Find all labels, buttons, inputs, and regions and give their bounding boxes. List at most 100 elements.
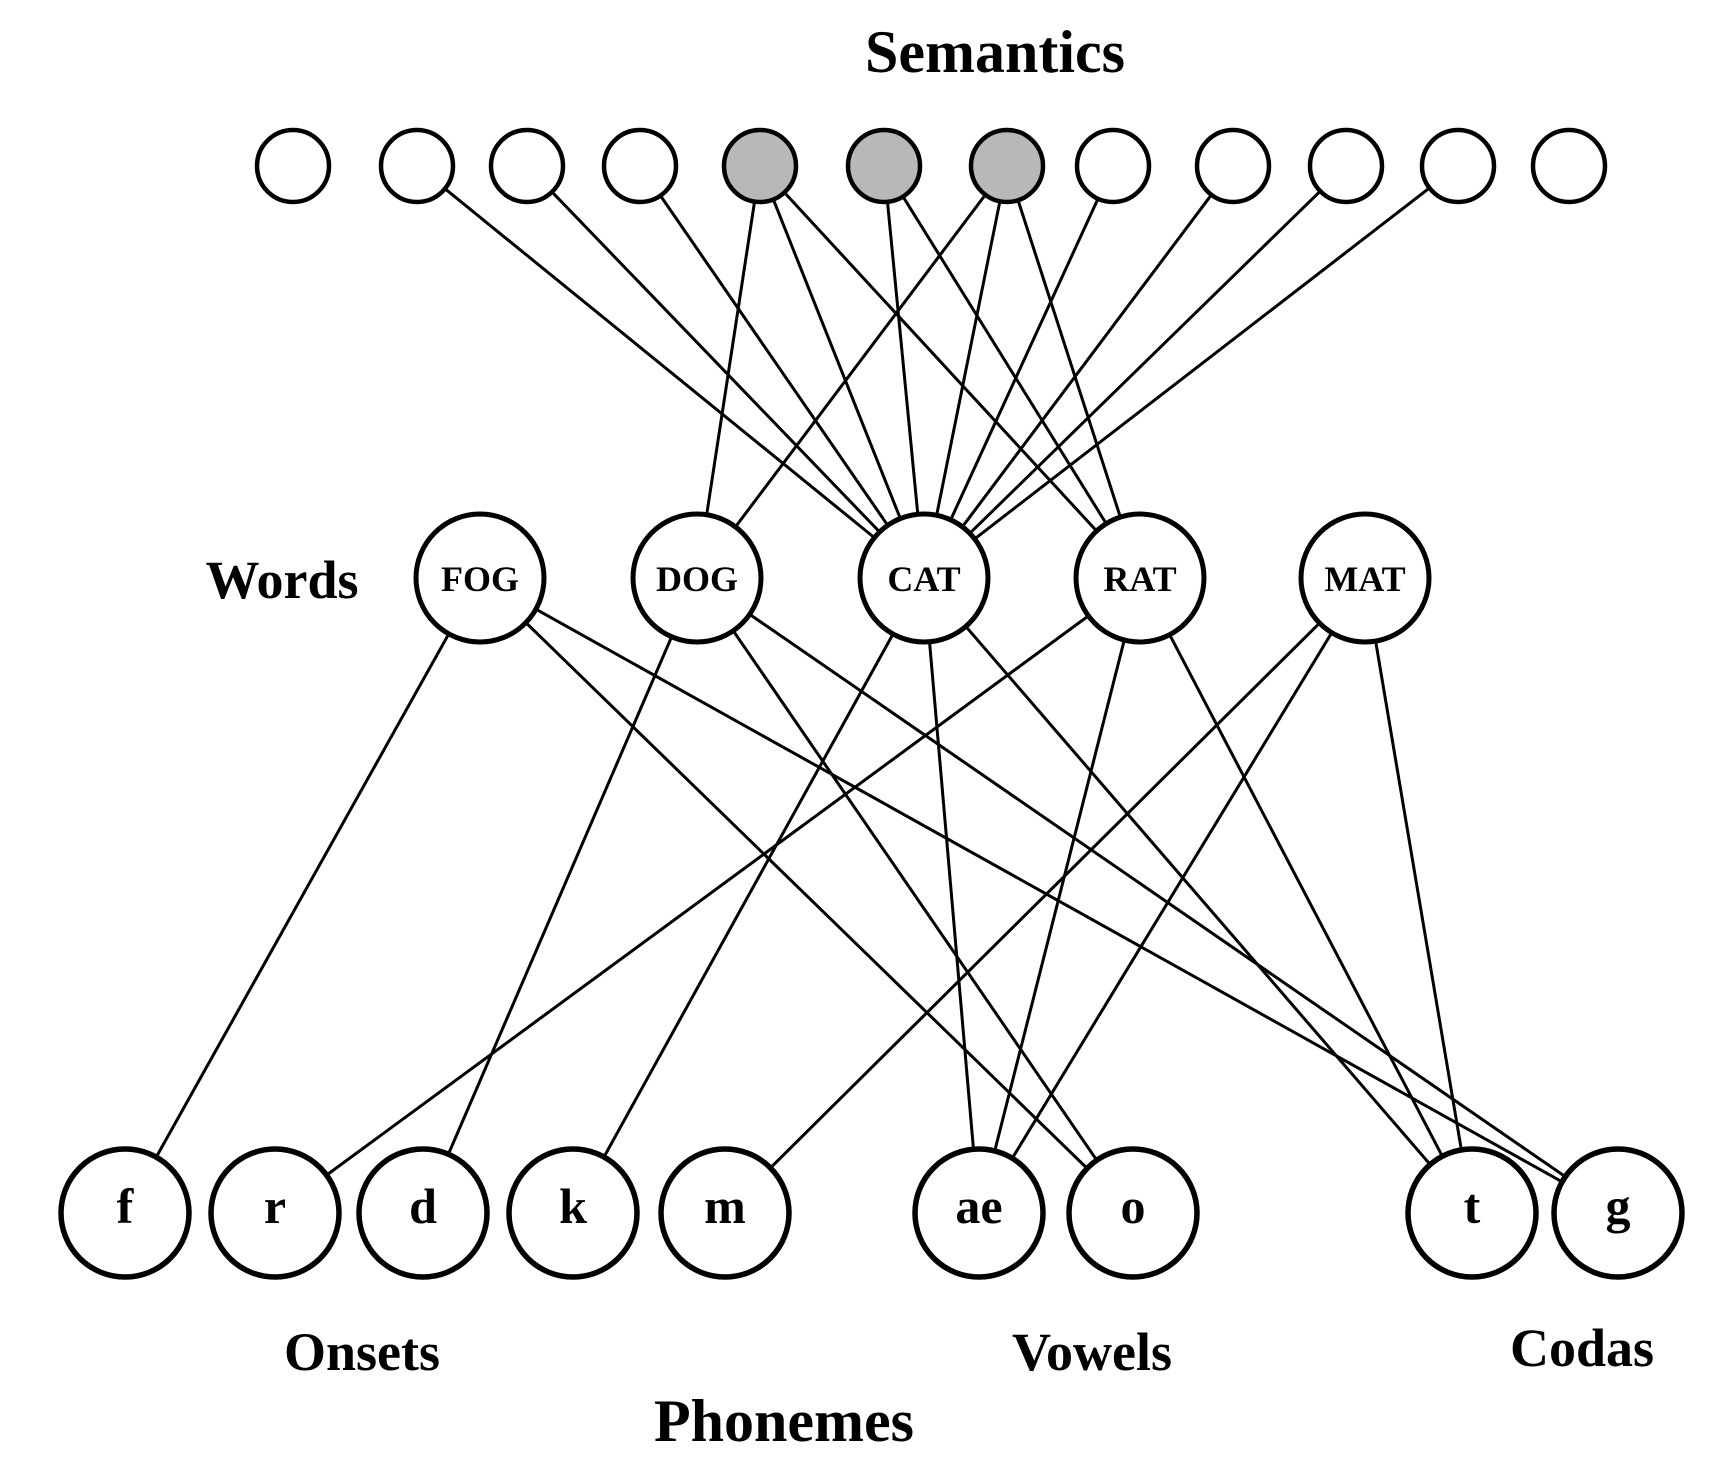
semantic-unit-5-circle xyxy=(721,127,799,205)
semantic-unit-9-circle xyxy=(1194,127,1272,205)
word-node-fog: FOG xyxy=(413,511,547,645)
semantic-edge-s7-dog xyxy=(734,193,987,528)
word-node-rat-label: RAT xyxy=(1103,559,1176,599)
phoneme-edge-mat-ae xyxy=(1010,631,1334,1160)
semantic-edge-s6-cat xyxy=(885,201,920,515)
phoneme-node-o: o xyxy=(1066,1146,1200,1280)
connection-lines xyxy=(154,186,1567,1184)
phoneme-node-t-label: t xyxy=(1464,1178,1481,1234)
semantic-unit-1-circle xyxy=(254,127,332,205)
semantic-edge-s3-cat xyxy=(550,190,881,533)
phoneme-node-f-circle xyxy=(58,1146,192,1280)
word-node-cat-circle xyxy=(857,511,991,645)
phoneme-edge-fog-g xyxy=(535,607,1563,1184)
semantics-layer-label: Semantics xyxy=(865,19,1125,85)
semantic-unit-2 xyxy=(378,127,456,205)
phoneme-node-g-label: g xyxy=(1606,1178,1631,1234)
phoneme-node-o-circle xyxy=(1066,1146,1200,1280)
phoneme-node-g: g xyxy=(1551,1146,1685,1280)
semantic-edge-s7-cat xyxy=(935,200,1002,516)
phoneme-node-k: k xyxy=(506,1146,640,1280)
phoneme-node-t: t xyxy=(1405,1146,1539,1280)
phoneme-node-r: r xyxy=(208,1146,342,1280)
codas-group-label: Codas xyxy=(1510,1318,1654,1378)
phoneme-node-o-label: o xyxy=(1121,1178,1146,1234)
phoneme-node-k-circle xyxy=(506,1146,640,1280)
semantic-edge-s8-cat xyxy=(949,198,1100,521)
semantic-unit-3-circle xyxy=(488,127,566,205)
semantic-unit-7-circle xyxy=(968,127,1046,205)
phoneme-node-t-circle xyxy=(1405,1146,1539,1280)
semantic-edge-s9-cat xyxy=(961,193,1213,528)
semantic-unit-7 xyxy=(968,127,1046,205)
unit-nodes: FOG DOG CAT RAT MAT f r d k m ae o t g xyxy=(58,127,1685,1280)
phoneme-edge-dog-g xyxy=(748,613,1567,1178)
semantic-unit-9 xyxy=(1194,127,1272,205)
phoneme-edge-rat-t xyxy=(1168,634,1444,1157)
semantic-unit-12-circle xyxy=(1530,127,1608,205)
semantic-unit-8 xyxy=(1074,127,1152,205)
semantic-unit-4 xyxy=(601,127,679,205)
semantic-unit-4-circle xyxy=(601,127,679,205)
semantic-edge-s7-rat xyxy=(1016,199,1122,518)
semantic-edge-s6-rat xyxy=(901,195,1108,525)
phoneme-node-r-circle xyxy=(208,1146,342,1280)
semantic-unit-1 xyxy=(254,127,332,205)
phoneme-edge-dog-o xyxy=(731,629,1099,1162)
word-node-fog-label: FOG xyxy=(441,559,519,599)
word-node-mat-label: MAT xyxy=(1324,559,1405,599)
phoneme-node-d: d xyxy=(356,1146,490,1280)
phoneme-node-d-circle xyxy=(356,1146,490,1280)
word-node-cat: CAT xyxy=(857,511,991,645)
semantic-unit-3 xyxy=(488,127,566,205)
semantic-edge-s5-rat xyxy=(783,191,1098,532)
semantic-edge-s2-cat xyxy=(443,187,876,539)
word-node-dog: DOG xyxy=(630,511,764,645)
semantic-unit-8-circle xyxy=(1074,127,1152,205)
phoneme-edge-cat-t xyxy=(964,625,1432,1166)
phoneme-node-ae-circle xyxy=(912,1146,1046,1280)
semantic-edge-s10-cat xyxy=(968,190,1322,535)
phoneme-edge-cat-k xyxy=(602,633,895,1158)
phoneme-node-m-circle xyxy=(658,1146,792,1280)
phoneme-node-m: m xyxy=(658,1146,792,1280)
phoneme-node-g-circle xyxy=(1551,1146,1685,1280)
phoneme-node-r-label: r xyxy=(264,1178,286,1234)
word-node-mat: MAT xyxy=(1298,511,1432,645)
phoneme-edge-fog-f xyxy=(154,633,451,1158)
semantic-unit-6-circle xyxy=(845,127,923,205)
phoneme-node-ae: ae xyxy=(912,1146,1046,1280)
semantic-edge-s11-cat xyxy=(973,186,1431,541)
semantic-unit-2-circle xyxy=(378,127,456,205)
word-node-cat-label: CAT xyxy=(887,559,960,599)
semantic-edge-s5-dog xyxy=(705,201,757,515)
semantic-unit-11 xyxy=(1419,127,1497,205)
word-node-rat-circle xyxy=(1073,511,1207,645)
word-node-mat-circle xyxy=(1298,511,1432,645)
phoneme-edge-mat-t xyxy=(1374,640,1463,1151)
phoneme-node-f-label: f xyxy=(117,1178,135,1234)
phoneme-edge-mat-m xyxy=(769,622,1321,1169)
words-layer-label: Words xyxy=(205,550,358,610)
semantic-edge-s4-cat xyxy=(659,194,889,527)
phoneme-node-m-label: m xyxy=(704,1178,746,1234)
phoneme-node-k-label: k xyxy=(559,1178,587,1234)
semantic-unit-11-circle xyxy=(1419,127,1497,205)
semantic-edge-s5-cat xyxy=(771,198,902,520)
phoneme-node-f: f xyxy=(58,1146,192,1280)
phoneme-node-d-label: d xyxy=(409,1178,437,1234)
vowels-group-label: Vowels xyxy=(1012,1322,1172,1382)
word-node-rat: RAT xyxy=(1073,511,1207,645)
phoneme-edge-rat-ae xyxy=(993,639,1126,1152)
phoneme-edge-fog-o xyxy=(524,621,1089,1170)
word-node-dog-label: DOG xyxy=(656,559,738,599)
semantic-unit-10 xyxy=(1307,127,1385,205)
phonemes-layer-label: Phonemes xyxy=(654,1388,914,1454)
phoneme-edge-rat-r xyxy=(325,614,1090,1177)
phoneme-edge-dog-d xyxy=(446,636,674,1155)
word-node-fog-circle xyxy=(413,511,547,645)
semantic-unit-6 xyxy=(845,127,923,205)
semantic-unit-10-circle xyxy=(1307,127,1385,205)
semantic-unit-5 xyxy=(721,127,799,205)
